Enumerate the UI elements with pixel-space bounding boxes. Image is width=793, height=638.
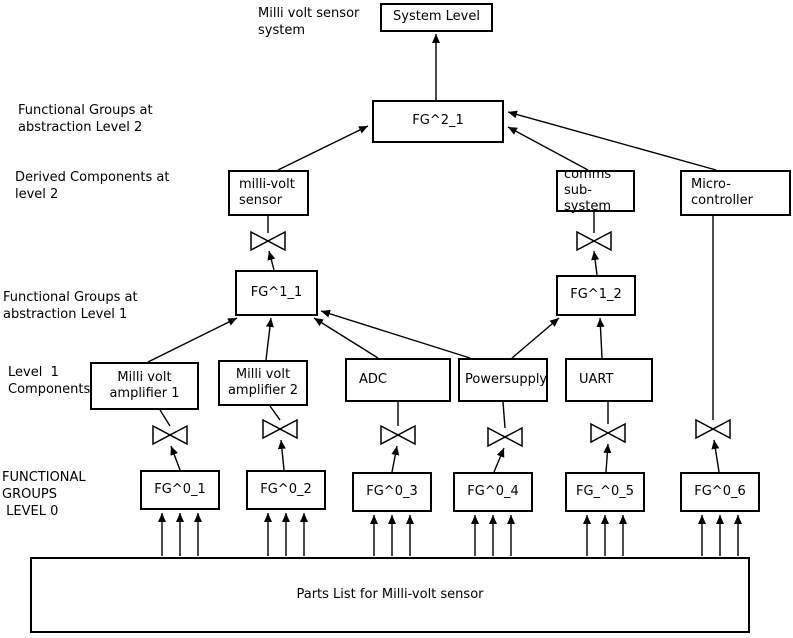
bowtie-amplifier2 (262, 418, 298, 440)
label-derived-level2: Derived Components at level 2 (15, 170, 170, 203)
arrow-fg0_1-to-bowtie (170, 445, 181, 471)
bowtie-amplifier1 (152, 424, 188, 446)
label-level1-components: Level 1 Components (8, 365, 91, 398)
connector-bowtie-powersupply (502, 401, 506, 429)
arrow-comms-subsystem-to-fg2_1 (507, 126, 589, 171)
arrow-fg1_1-to-bowtie (267, 250, 276, 271)
arrow-fg0_5-to-bowtie (603, 443, 612, 473)
node-parts-list: Parts List for Milli-volt sensor (30, 557, 750, 633)
node-micro-controller: Micro- controller (680, 170, 791, 216)
node-fg0-4: FG^0_4 (453, 472, 533, 512)
node-fg2-1: FG^2_1 (372, 100, 504, 143)
node-comms-subsystem: comms sub-system (556, 167, 635, 214)
node-fg0-3: FG^0_3 (352, 472, 432, 512)
connector-bowtie-amplifier2 (269, 405, 281, 421)
arrow-uart-to-fg1_2 (596, 317, 605, 359)
connector-bowtie-amplifier1 (159, 409, 171, 427)
node-millivolt-sensor: milli-volt sensor (228, 170, 309, 216)
node-fg0-2: FG^0_2 (246, 470, 326, 510)
node-uart: UART (565, 358, 653, 402)
bowtie-powersupply (487, 426, 523, 448)
node-powersupply: Powersupply (458, 358, 548, 402)
label-level1-groups: Functional Groups at abstraction Level 1 (3, 290, 138, 323)
arrow-adc-to-fg1_1 (313, 317, 379, 359)
arrow-fg0_2-to-bowtie (277, 439, 286, 471)
node-fg0-6: FG^0_6 (680, 472, 760, 512)
arrow-fg0_6-to-bowtie (711, 439, 720, 473)
arrow-fg0_3-to-bowtie (391, 445, 400, 473)
arrow-micro-controller-to-fg2_1 (507, 110, 717, 171)
node-amplifier-1: Milli volt amplifier 1 (90, 362, 199, 410)
node-system-level: System Level (380, 3, 493, 32)
label-level0-groups: FUNCTIONAL GROUPS LEVEL 0 (2, 470, 86, 520)
arrow-fg0_4-to-bowtie (493, 447, 505, 473)
arrow-powersupply-to-fg1_2 (511, 317, 560, 359)
node-fg1-1: FG^1_1 (235, 270, 318, 316)
arrow-amplifier2-to-fg1_1 (265, 317, 274, 361)
arrow-powersupply-to-fg1_1 (320, 309, 471, 359)
bowtie-comms-subsystem (576, 230, 612, 252)
label-level2-groups: Functional Groups at abstraction Level 2 (18, 103, 153, 136)
bowtie-adc (380, 424, 416, 446)
node-fg0-1: FG^0_1 (140, 470, 220, 510)
arrow-amplifier1-to-fg1_1 (147, 317, 238, 363)
node-amplifier-2: Milli volt amplifier 2 (218, 360, 308, 406)
arrow-millivolt-sensor-to-fg2_1 (277, 125, 369, 171)
arrow-fg1_2-to-bowtie (591, 250, 600, 276)
bowtie-millivolt-sensor (250, 230, 286, 252)
bowtie-uart (590, 422, 626, 444)
node-fg0-5: FG_^0_5 (565, 472, 645, 512)
bowtie-micro-controller (695, 418, 731, 440)
node-adc: ADC (345, 358, 451, 402)
label-diagram-title: Milli volt sensor system (258, 6, 360, 39)
node-fg1-2: FG^1_2 (556, 275, 636, 316)
